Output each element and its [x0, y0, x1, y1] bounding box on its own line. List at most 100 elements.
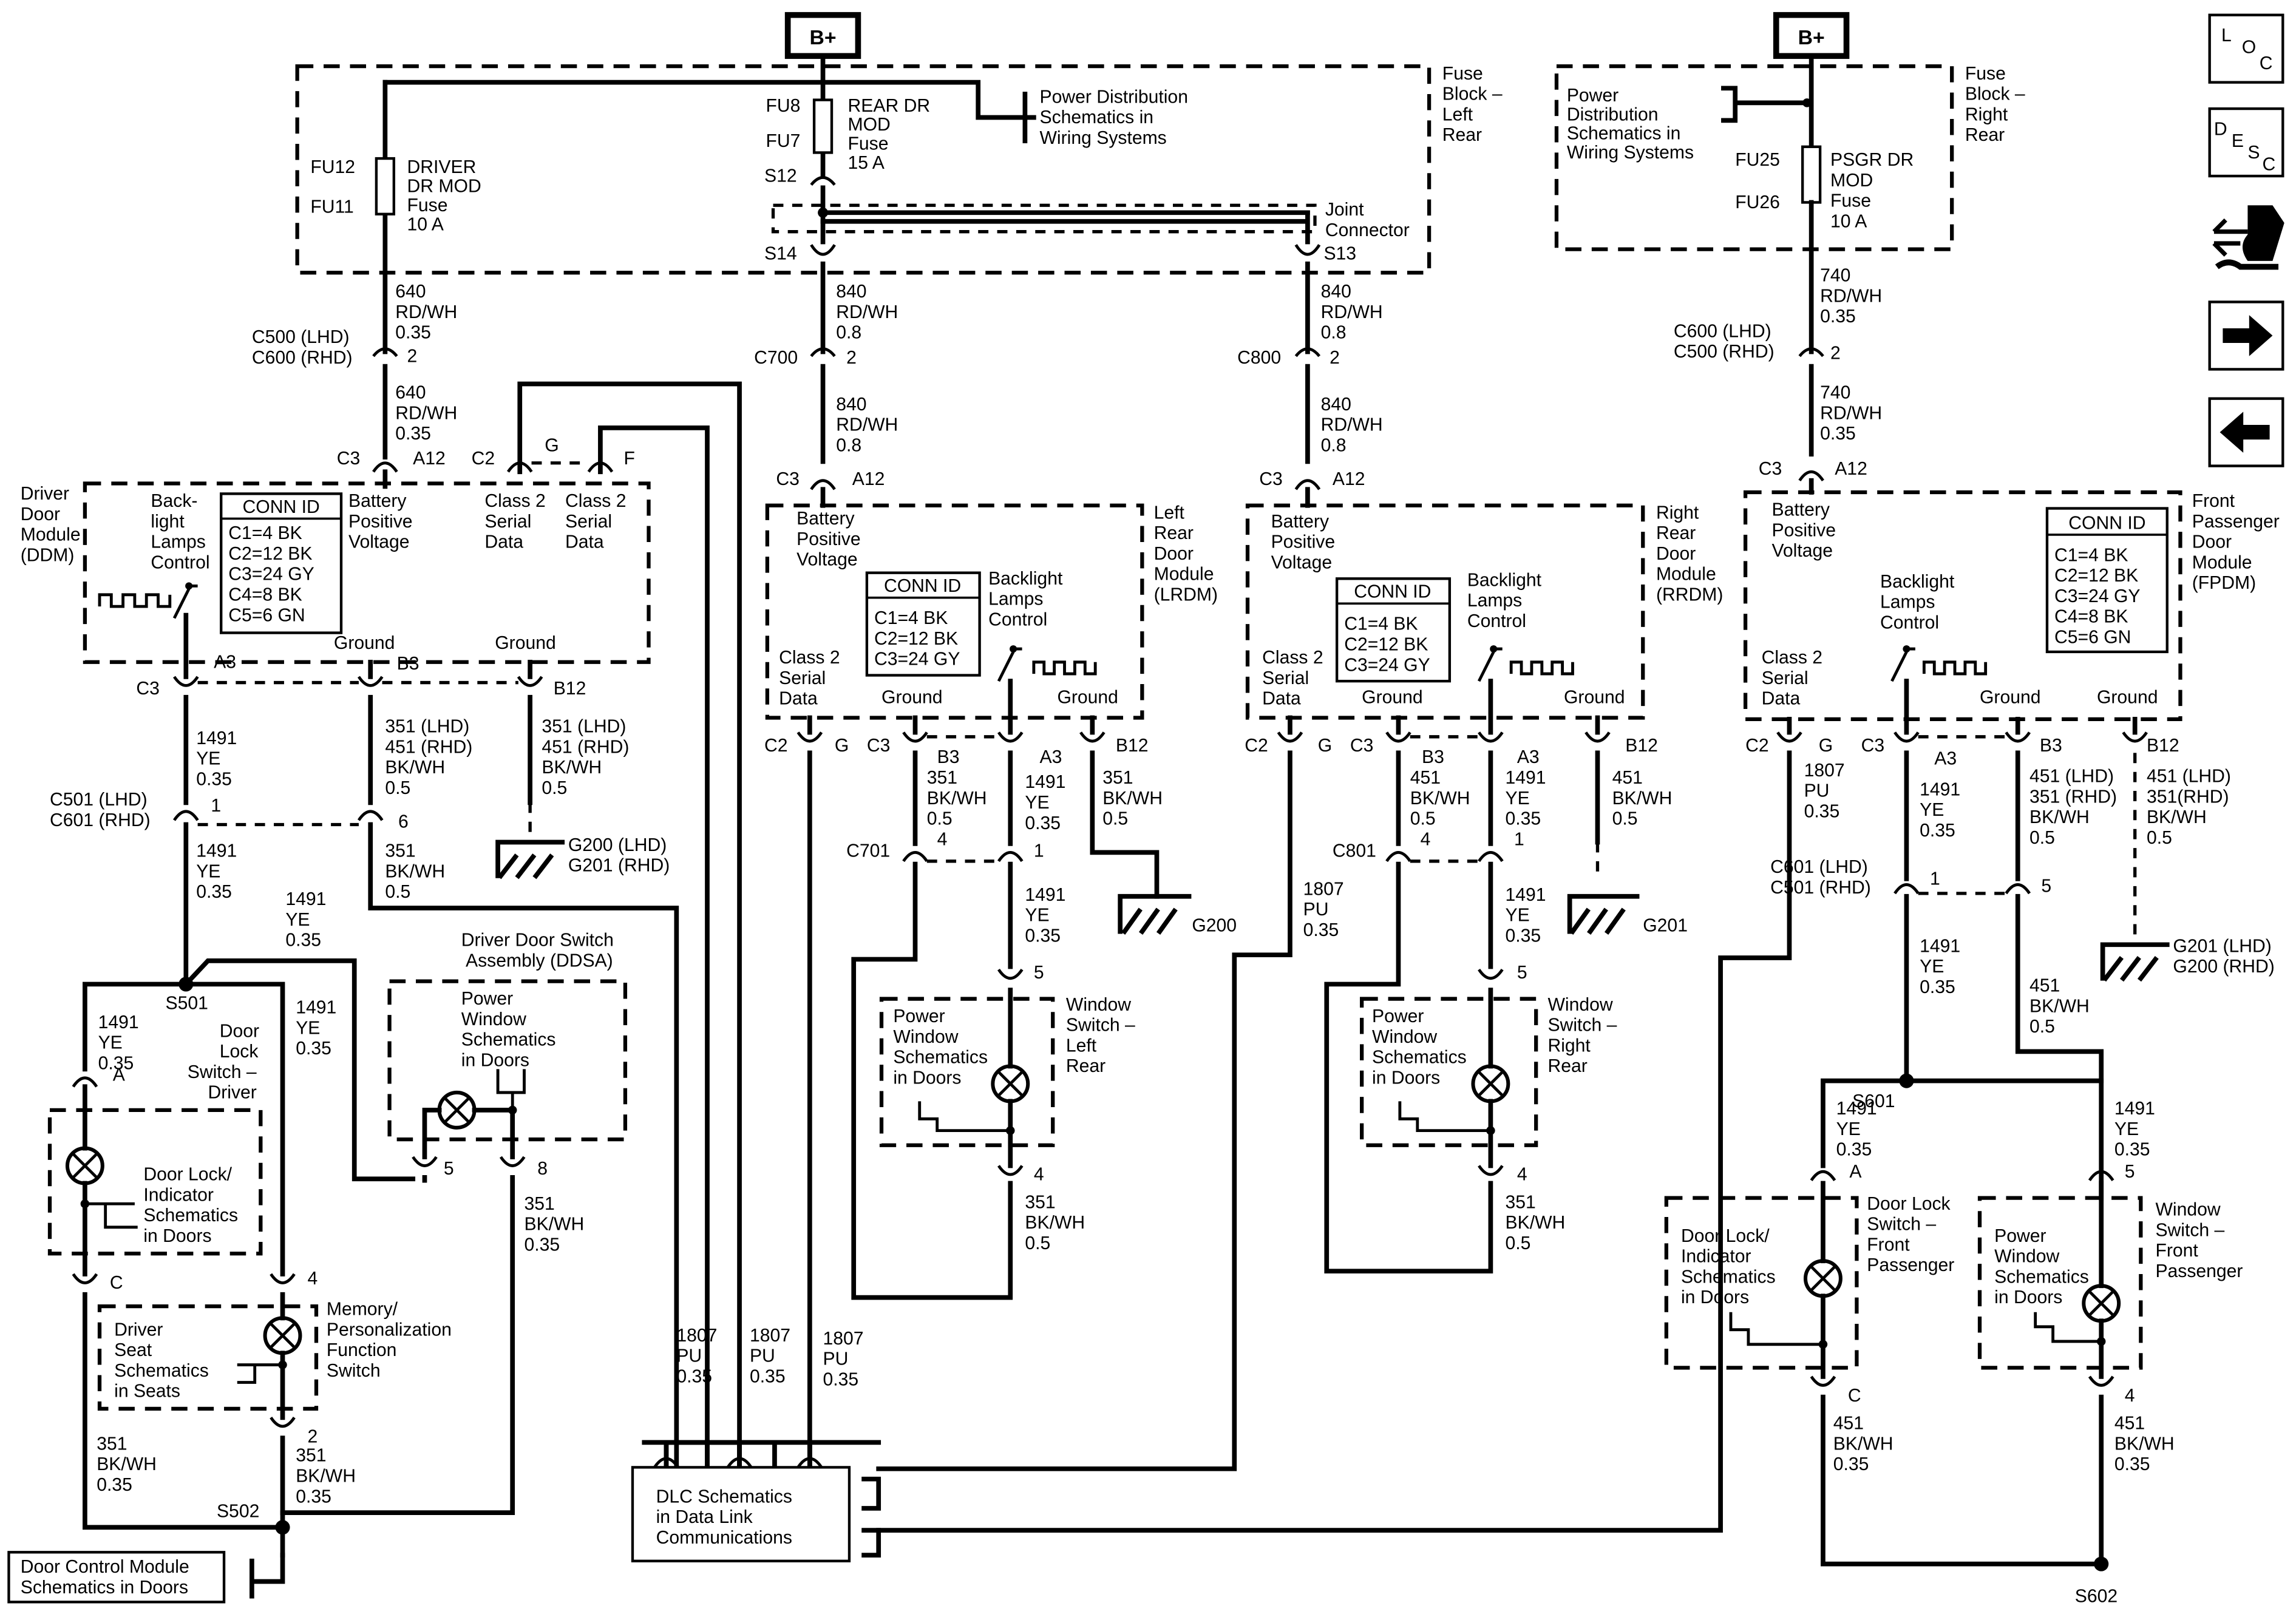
svg-text:Battery: Battery [796, 509, 854, 529]
svg-text:Ground: Ground [1980, 687, 2040, 707]
svg-text:REAR DR: REAR DR [848, 96, 931, 116]
dl-fp-box [1664, 1196, 1859, 1370]
svg-text:Positive: Positive [796, 529, 860, 549]
svg-text:C: C [2260, 53, 2273, 73]
svg-text:Window: Window [461, 1009, 526, 1029]
ddm-name: Driver Door Module (DDM) [21, 484, 81, 565]
ground-g200-g201-icon [495, 839, 565, 880]
svg-text:FU11: FU11 [310, 197, 353, 217]
svg-text:Lamps: Lamps [151, 532, 205, 552]
svg-text:Positive: Positive [1271, 532, 1335, 552]
svg-text:Door: Door [220, 1021, 259, 1041]
svg-text:C3: C3 [337, 449, 361, 469]
svg-text:Module: Module [1656, 564, 1716, 585]
svg-text:C3=24 GY: C3=24 GY [1344, 655, 1430, 675]
svg-text:0.35: 0.35 [98, 1053, 134, 1073]
svg-text:Rear: Rear [1965, 125, 2005, 145]
svg-text:1491: 1491 [2114, 1099, 2155, 1119]
wire-640-b: 640 RD/WH 0.35 [395, 383, 457, 444]
svg-text:Module: Module [21, 525, 81, 545]
svg-text:Serial: Serial [484, 512, 531, 532]
fpdm-conn-id: CONN ID C1=4 BK C2=12 BK C3=24 GY C4=8 B… [2045, 507, 2169, 654]
svg-text:451: 451 [1410, 768, 1441, 788]
ddsa-label: Driver Door Switch Assembly (DDSA) [461, 931, 614, 971]
svg-text:0.8: 0.8 [836, 323, 861, 343]
svg-text:C800: C800 [1237, 348, 1281, 368]
svg-text:351: 351 [1102, 768, 1133, 788]
wire-dlc1807b: 1807 PU 0.35 [750, 1326, 790, 1387]
svg-text:Communications: Communications [656, 1528, 792, 1548]
pw-lr-box [879, 997, 1055, 1147]
svg-text:Function: Function [327, 1340, 397, 1360]
rear-fuse-icon [812, 98, 834, 154]
svg-text:0.35: 0.35 [395, 424, 431, 444]
svg-text:451 (LHD): 451 (LHD) [2147, 767, 2231, 787]
svg-text:A12: A12 [413, 449, 446, 469]
svg-text:740: 740 [1820, 266, 1850, 286]
pw-rr-label: Power Window Schematics in Doors [1372, 1006, 1467, 1088]
svg-text:0.35: 0.35 [196, 882, 232, 902]
svg-text:C501 (RHD): C501 (RHD) [1770, 878, 1871, 898]
lrdm-battery: Battery Positive Voltage [796, 509, 860, 570]
svg-text:BK/WH: BK/WH [2147, 807, 2207, 827]
svg-text:5: 5 [1034, 963, 1044, 983]
wire-640-a: 640 RD/WH 0.35 [395, 282, 457, 343]
svg-text:640: 640 [395, 383, 426, 403]
svg-text:RD/WH: RD/WH [1321, 415, 1383, 435]
svg-text:351: 351 [1025, 1192, 1055, 1212]
svg-text:15 A: 15 A [848, 153, 885, 173]
svg-text:0.35: 0.35 [1506, 809, 1541, 829]
svg-text:4: 4 [937, 829, 948, 849]
svg-text:C3: C3 [1861, 736, 1885, 756]
svg-text:451 (LHD): 451 (LHD) [2029, 767, 2114, 787]
svg-text:0.35: 0.35 [524, 1235, 560, 1255]
lrdm-backlight: Backlight Lamps Control [988, 569, 1063, 630]
arrow-right-icon[interactable] [2208, 300, 2284, 371]
svg-text:0.35: 0.35 [1804, 801, 1840, 821]
driver-fuse-icon [375, 157, 395, 215]
svg-text:Class 2: Class 2 [484, 491, 545, 511]
pw-rr-box [1360, 997, 1538, 1147]
svg-text:0.8: 0.8 [836, 435, 861, 455]
svg-text:Left: Left [1154, 503, 1185, 523]
svg-text:0.35: 0.35 [750, 1367, 786, 1387]
svg-text:C700: C700 [754, 348, 798, 368]
svg-text:C1=4 BK: C1=4 BK [874, 608, 948, 628]
svg-text:YE: YE [296, 1018, 320, 1038]
connector-c600: C600 (LHD) C500 (RHD) 2 [1674, 321, 1841, 363]
svg-text:G: G [545, 435, 559, 455]
loc-button[interactable]: L O C [2208, 13, 2284, 84]
svg-text:840: 840 [836, 395, 866, 415]
svg-text:C3: C3 [1759, 459, 1782, 479]
svg-text:Door: Door [2192, 532, 2232, 552]
svg-text:2: 2 [308, 1426, 318, 1446]
lrdm-name: Left Rear Door Module (LRDM) [1154, 503, 1218, 605]
svg-text:Fuse: Fuse [1830, 191, 1871, 211]
svg-text:Class 2: Class 2 [565, 491, 626, 511]
svg-text:1491: 1491 [1025, 772, 1065, 792]
svg-text:451: 451 [1833, 1414, 1864, 1434]
svg-text:DLC Schematics: DLC Schematics [656, 1486, 792, 1507]
svg-text:in Doors: in Doors [461, 1051, 529, 1071]
desc-button[interactable]: D E S C [2208, 107, 2284, 178]
svg-text:C: C [2263, 154, 2276, 174]
door-lock-switch-driver-label: Door Lock Switch – Driver [188, 1021, 259, 1102]
svg-text:Front: Front [1867, 1235, 1910, 1255]
svg-text:0.8: 0.8 [1321, 323, 1347, 343]
svg-text:CONN ID: CONN ID [2068, 513, 2145, 533]
connector-tool-icon[interactable] [2212, 205, 2284, 270]
svg-text:1: 1 [1034, 841, 1044, 861]
rrdm-class2: Class 2 Serial Data [1262, 648, 1323, 709]
svg-text:FU26: FU26 [1735, 192, 1780, 212]
svg-text:S12: S12 [764, 166, 797, 186]
svg-text:8: 8 [537, 1159, 548, 1179]
wire-840-b: 840 RD/WH 0.8 [836, 395, 898, 456]
svg-text:Rear: Rear [1442, 125, 1482, 145]
svg-text:0.35: 0.35 [1820, 307, 1856, 327]
svg-text:0.35: 0.35 [285, 931, 321, 951]
svg-text:Fuse: Fuse [407, 195, 448, 215]
svg-text:B12: B12 [1116, 736, 1149, 756]
svg-text:BK/WH: BK/WH [1506, 1213, 1566, 1233]
svg-text:Passenger: Passenger [2155, 1261, 2243, 1281]
arrow-left-icon[interactable] [2208, 397, 2284, 467]
